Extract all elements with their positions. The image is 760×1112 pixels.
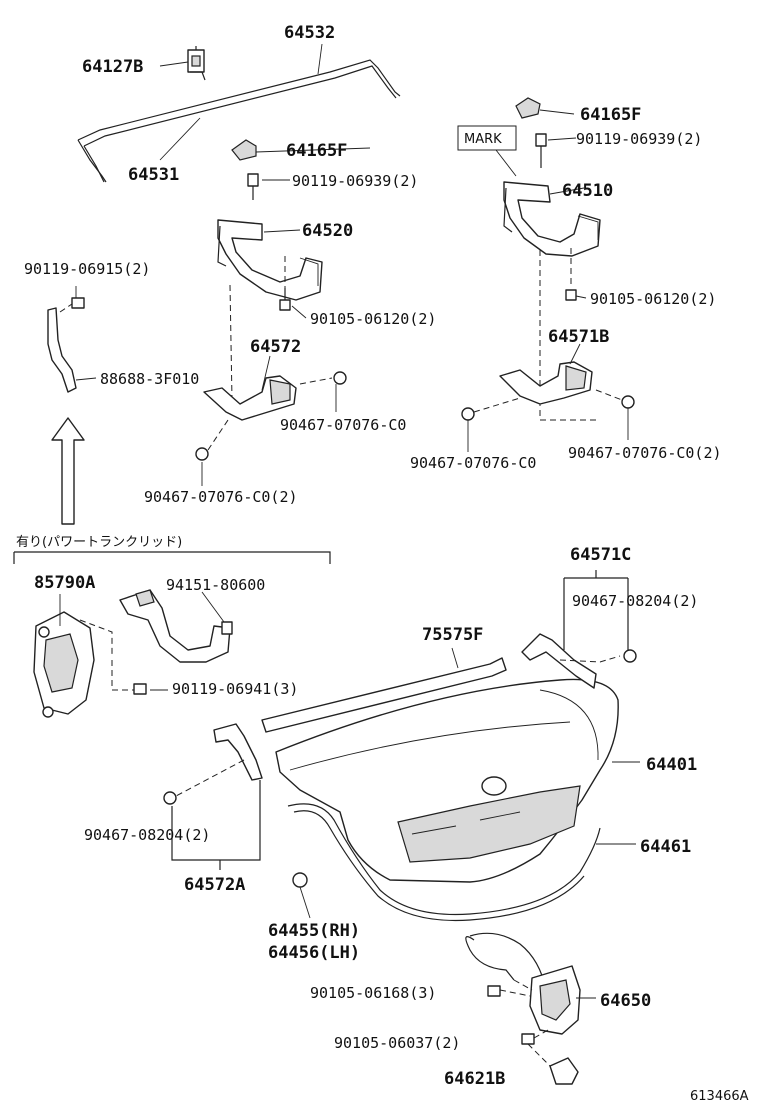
label-power-trunk: 有り(パワートランクリッド) [16, 535, 182, 550]
label-90467-08204-right: 90467-08204(2) [572, 592, 698, 610]
label-64461: 64461 [640, 837, 691, 857]
label-90467-07076-C0-b: 90467-07076-C0 [410, 454, 536, 472]
label-90467-07076-C0-a: 90467-07076-C0 [280, 416, 406, 434]
label-75575F: 75575F [422, 625, 483, 645]
label-90105-06120-left: 90105-06120(2) [310, 310, 436, 328]
clip-90467-07076-C0-2-right[interactable] [595, 389, 635, 409]
label-64456: 64456(LH) [268, 943, 360, 963]
striker-64621B[interactable] [527, 1043, 579, 1085]
label-64455: 64455(RH) [268, 921, 360, 941]
label-90467-08204-left: 90467-08204(2) [84, 826, 210, 844]
hinge-cover-64572[interactable] [203, 375, 297, 421]
motor-85790A[interactable] [33, 611, 113, 718]
weatherstrip-75575F[interactable] [261, 647, 507, 733]
bolt-90105-06168[interactable] [487, 985, 531, 997]
label-64571B: 64571B [548, 327, 609, 347]
label-64532: 64532 [284, 23, 335, 43]
bracket-64571C [563, 570, 629, 650]
clip-90467-08204-right[interactable] [623, 649, 637, 663]
hinge-cover-64571B[interactable] [499, 361, 593, 405]
label-90119-06941: 90119-06941(3) [172, 680, 298, 698]
clip-90467-07076-C0-right[interactable] [461, 397, 521, 421]
label-90119-06939-right: 90119-06939(2) [576, 130, 702, 148]
power-trunk-bracket [13, 551, 331, 564]
seal-64572A[interactable] [175, 723, 263, 797]
label-90105-06037: 90105-06037(2) [334, 1034, 460, 1052]
mark-callout [457, 125, 517, 177]
label-64165F-left: 64165F [286, 141, 347, 161]
bracket-64127B[interactable] [187, 46, 206, 81]
hinge-64520[interactable] [217, 219, 323, 301]
cushion-64455-64456[interactable] [292, 872, 311, 919]
label-94151-80600: 94151-80600 [166, 576, 265, 594]
bolt-90105-06120-right[interactable] [565, 248, 577, 301]
label-88688-3F010: 88688-3F010 [100, 370, 199, 388]
cable-lock[interactable] [465, 932, 547, 991]
label-90119-06939-left: 90119-06939(2) [292, 172, 418, 190]
label-90119-06915: 90119-06915(2) [24, 260, 150, 278]
label-85790A: 85790A [34, 573, 95, 593]
label-64127B: 64127B [82, 57, 143, 77]
seal-64571C[interactable] [521, 633, 621, 689]
bolt-90119-06941[interactable] [111, 660, 147, 695]
label-90467-07076-C0-2-right: 90467-07076-C0(2) [568, 444, 722, 462]
label-90105-06120-right: 90105-06120(2) [590, 290, 716, 308]
bracket-64572A [171, 780, 261, 870]
weatherstrip-64461[interactable] [287, 803, 636, 922]
bolt-90119-06939-right[interactable] [535, 133, 547, 168]
figure-code: 613466A [690, 1089, 749, 1104]
clip-90467-07076-C0-2-left[interactable] [195, 419, 229, 461]
link-power[interactable] [119, 589, 231, 663]
lock-64650[interactable] [513, 965, 596, 1035]
clip-90467-08204-left[interactable] [163, 791, 177, 805]
label-64650: 64650 [600, 991, 651, 1011]
label-90105-06168: 90105-06168(3) [310, 984, 436, 1002]
label-64510: 64510 [562, 181, 613, 201]
label-64165F-right: 64165F [580, 105, 641, 125]
cushion-64165F-left[interactable] [231, 139, 257, 161]
bolt-90119-06939-left[interactable] [247, 173, 259, 200]
label-64520: 64520 [302, 221, 353, 241]
label-64401: 64401 [646, 755, 697, 775]
torsion-bar-64531-64532[interactable] [77, 43, 401, 183]
label-64621B: 64621B [444, 1069, 505, 1089]
labels: 64532 64127B 64531 64165F 90119-06939(2)… [16, 23, 749, 1104]
cushion-64165F-right[interactable] [515, 97, 541, 119]
label-64572: 64572 [250, 337, 301, 357]
stay-88688-3F010[interactable] [47, 303, 77, 393]
label-64572A: 64572A [184, 875, 245, 895]
label-64571C: 64571C [570, 545, 631, 565]
label-90467-07076-C0-2-left: 90467-07076-C0(2) [144, 488, 298, 506]
arrow-up [51, 417, 85, 525]
bolt-90105-06037[interactable] [521, 1029, 549, 1045]
trunk-lid-64401[interactable] [275, 678, 640, 883]
leader-lines [59, 61, 629, 691]
clip-90467-07076-C0-left[interactable] [299, 371, 347, 385]
clip-94151-80600[interactable] [221, 621, 233, 635]
bolt-90105-06120-left[interactable] [279, 256, 291, 311]
bolt-90119-06915[interactable] [71, 297, 85, 309]
label-64531: 64531 [128, 165, 179, 185]
label-mark: MARK [464, 132, 502, 147]
hinge-64510[interactable] [503, 181, 601, 257]
